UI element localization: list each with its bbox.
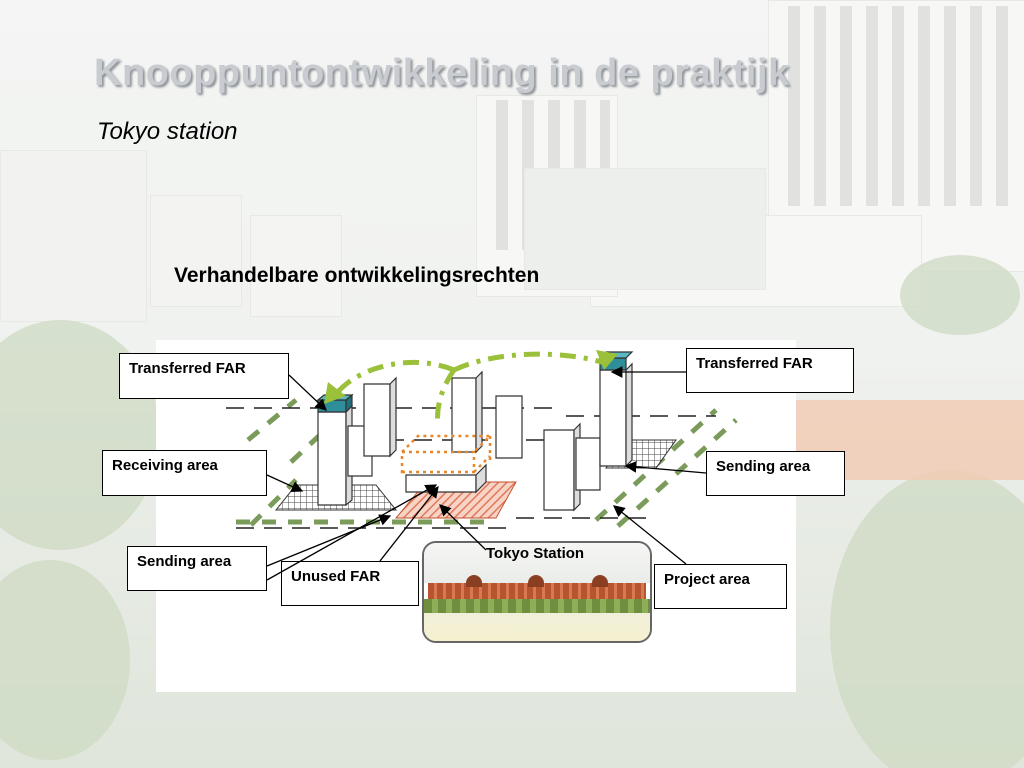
label-receiving-area: Receiving area [102, 450, 267, 496]
label-transferred-far-left: Transferred FAR [119, 353, 289, 399]
transfer-arrowheads [324, 350, 618, 404]
tokyo-station-photo [422, 541, 652, 643]
slide-title: Knooppuntontwikkeling in de praktijk [94, 52, 790, 94]
slide-subtitle: Tokyo station [97, 118, 238, 145]
transfer-arrows [334, 351, 609, 427]
label-tokyo-station: Tokyo Station [486, 545, 585, 562]
label-project-area: Project area [654, 564, 787, 609]
diagram-heading: Verhandelbare ontwikkelingsrechten [174, 264, 540, 287]
label-sending-area-right: Sending area [706, 451, 845, 496]
label-transferred-far-right: Transferred FAR [686, 348, 854, 393]
buildings [316, 351, 634, 512]
label-sending-area-left: Sending area [127, 546, 267, 591]
label-unused-far: Unused FAR [281, 561, 419, 606]
